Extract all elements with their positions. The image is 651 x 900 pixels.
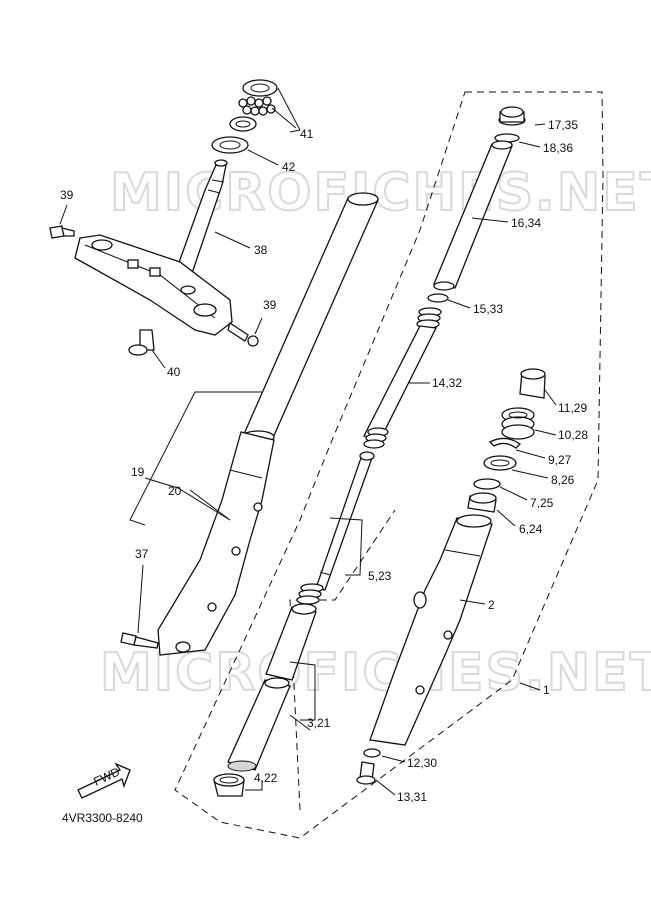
callout-37: 37	[135, 547, 149, 561]
callout-1: 1	[543, 683, 550, 697]
callout-labels: 1 2 3,21 4,22 5,23 6,24 7,25 8,26 9,27 1…	[60, 118, 588, 804]
callout-14: 14,32	[432, 376, 462, 390]
under-bracket	[74, 234, 233, 336]
callout-42: 42	[282, 160, 296, 174]
callout-39-right: 39	[263, 298, 277, 312]
callout-20: 20	[168, 484, 182, 498]
stem-nut-40	[128, 329, 155, 356]
bolt-39-left	[49, 225, 75, 239]
callout-17: 17,35	[548, 118, 578, 132]
steering-stem-assembly	[49, 79, 278, 356]
center-damper-assembly	[213, 293, 449, 797]
assembly-boundary-outer	[174, 91, 604, 839]
callout-39-left: 39	[60, 188, 74, 202]
callout-18: 18,36	[543, 141, 573, 155]
fork-spring-top	[416, 307, 442, 329]
rebound-spring	[296, 583, 324, 605]
left-inner-tube	[243, 197, 379, 441]
drain-bolt	[356, 761, 376, 785]
bolt-37	[120, 632, 159, 649]
fwd-arrow: FWD	[77, 762, 131, 799]
oil-seal	[501, 407, 535, 440]
callout-4: 4,22	[254, 771, 278, 785]
callout-15: 15,33	[473, 302, 503, 316]
watermark-bottom: MICROFICHES.NET	[100, 643, 651, 703]
bearing-race-top	[242, 79, 278, 97]
callout-38: 38	[254, 243, 268, 257]
outer-tube	[369, 517, 493, 746]
callout-40: 40	[167, 365, 181, 379]
callout-41: 41	[300, 127, 314, 141]
callout-11: 11,29	[558, 401, 587, 415]
oil-lock-collar	[213, 773, 245, 797]
callout-3: 3,21	[307, 716, 331, 730]
callout-13: 13,31	[397, 790, 427, 804]
diagram-code: 4VR3300-8240	[62, 811, 143, 825]
damper-rod	[315, 454, 373, 591]
retaining-clip	[488, 437, 522, 449]
callout-9: 9,27	[548, 453, 572, 467]
bolt-39-right	[227, 321, 259, 347]
ring-7	[473, 478, 501, 490]
right-fork-assembly	[356, 106, 546, 785]
fork-spring-lower-coils	[363, 427, 389, 449]
callout-12: 12,30	[407, 756, 437, 770]
bushing-6	[467, 492, 497, 513]
leader-lines	[59, 87, 557, 796]
washer-8	[483, 455, 517, 471]
callout-7: 7,25	[530, 496, 554, 510]
bearing-race-middle	[229, 116, 257, 132]
cap-bolt	[498, 106, 526, 126]
callout-16: 16,34	[511, 216, 541, 230]
callout-19: 19	[131, 465, 145, 479]
callout-8: 8,26	[551, 473, 575, 487]
left-outer-tube	[157, 431, 275, 656]
left-fork-assembly	[120, 192, 379, 656]
washer-12	[363, 748, 381, 758]
bearing-race-42	[211, 136, 249, 154]
callout-5: 5,23	[368, 569, 392, 583]
watermark-top: MICROFICHES.NET	[110, 163, 651, 223]
callout-6: 6,24	[519, 522, 543, 536]
callout-10: 10,28	[558, 428, 588, 442]
callout-2: 2	[488, 598, 495, 612]
bearing-balls	[238, 96, 276, 116]
